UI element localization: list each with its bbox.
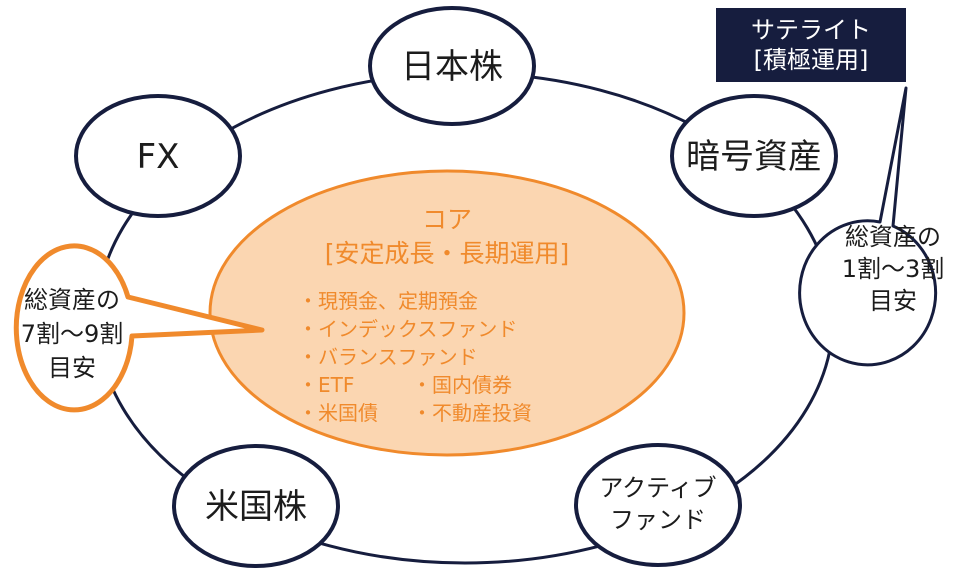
satellite-subtitle: [積極運用]	[754, 46, 869, 74]
node-us-stock	[172, 444, 340, 568]
core-callout-line: 目安	[48, 354, 96, 382]
core-title: コア	[422, 205, 472, 234]
core-item: ・米国債	[298, 401, 378, 425]
core-item: ・インデックスファンド	[298, 317, 517, 341]
satellite-callout-line: 1割～3割	[842, 255, 945, 283]
core-subtitle: [安定成長・長期運用]	[325, 239, 570, 268]
core-callout-line: 総資産の	[24, 286, 120, 314]
satellite-title: サテライト	[751, 16, 871, 44]
satellite-callout-bubble	[798, 86, 938, 367]
node-japan-stock-label: 日本株	[401, 47, 503, 87]
node-fx-label: FX	[137, 137, 180, 177]
core-item: ・ETF	[298, 373, 354, 397]
core-item: ・バランスファンド	[298, 345, 478, 369]
core-item: ・現預金、定期預金	[298, 289, 478, 313]
satellite-callout-line: 総資産の	[845, 223, 941, 251]
node-active-fund-label: ファンド	[610, 506, 706, 534]
node-crypto	[670, 94, 838, 218]
core-item: ・不動産投資	[412, 401, 532, 425]
core-ellipse	[208, 169, 686, 457]
node-active-fund	[574, 443, 742, 567]
core-callout-line: 7割～9割	[21, 320, 124, 348]
node-fx	[74, 94, 242, 218]
node-us-stock-label: 米国株	[205, 487, 307, 527]
core-item: ・国内債券	[412, 373, 512, 397]
node-crypto-label: 暗号資産	[686, 137, 822, 177]
core-callout-bubble	[13, 243, 265, 413]
satellite-label-box	[716, 8, 906, 82]
node-japan-stock	[368, 6, 536, 126]
node-active-fund-label: アクティブ	[599, 474, 716, 502]
satellite-callout-line: 目安	[869, 287, 917, 315]
